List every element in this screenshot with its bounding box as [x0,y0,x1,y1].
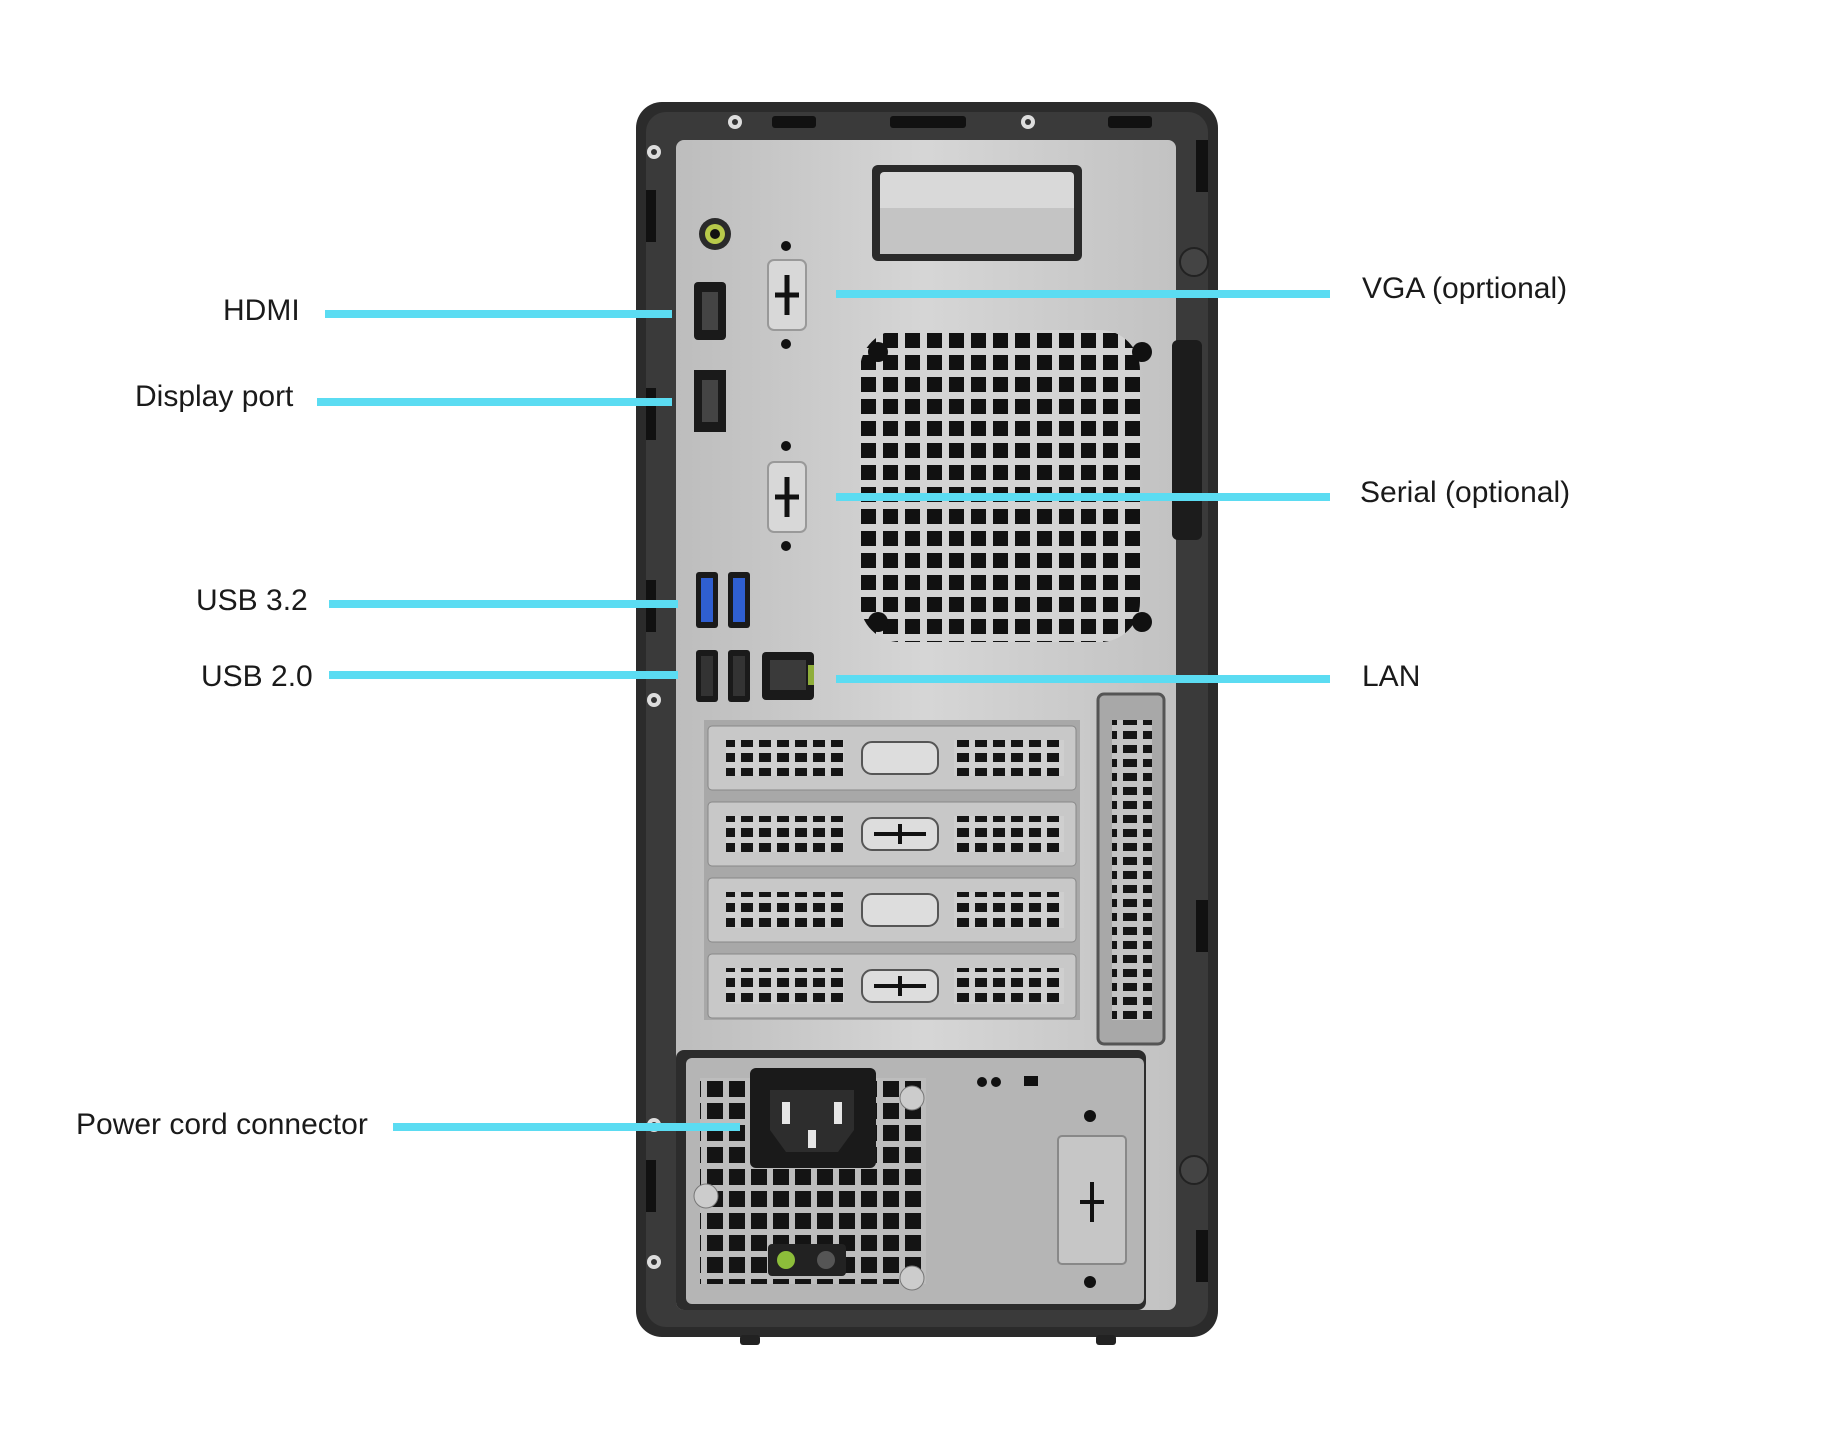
label-display-port: Display port [135,380,294,413]
vga-cover [767,241,807,349]
usb32-ports [696,572,750,628]
label-lan: LAN [1362,660,1421,693]
label-power-cord-connector: Power cord connector [76,1108,368,1141]
lan-port [762,652,814,700]
label-usb20: USB 2.0 [201,660,313,693]
power-supply [676,1050,1146,1310]
label-hdmi: HDMI [223,294,300,327]
label-serial: Serial (optional) [1360,476,1571,509]
callout-lines [317,290,1330,1131]
displayport-port [694,370,726,432]
usb20-ports [696,650,750,702]
fan-grille [860,330,1202,642]
hdmi-port [694,282,726,340]
label-usb32: USB 3.2 [196,584,308,617]
expansion-slots [704,692,1166,1046]
label-vga: VGA (oprtional) [1362,272,1568,305]
serial-cover [767,441,807,551]
audio-jack [699,218,731,250]
